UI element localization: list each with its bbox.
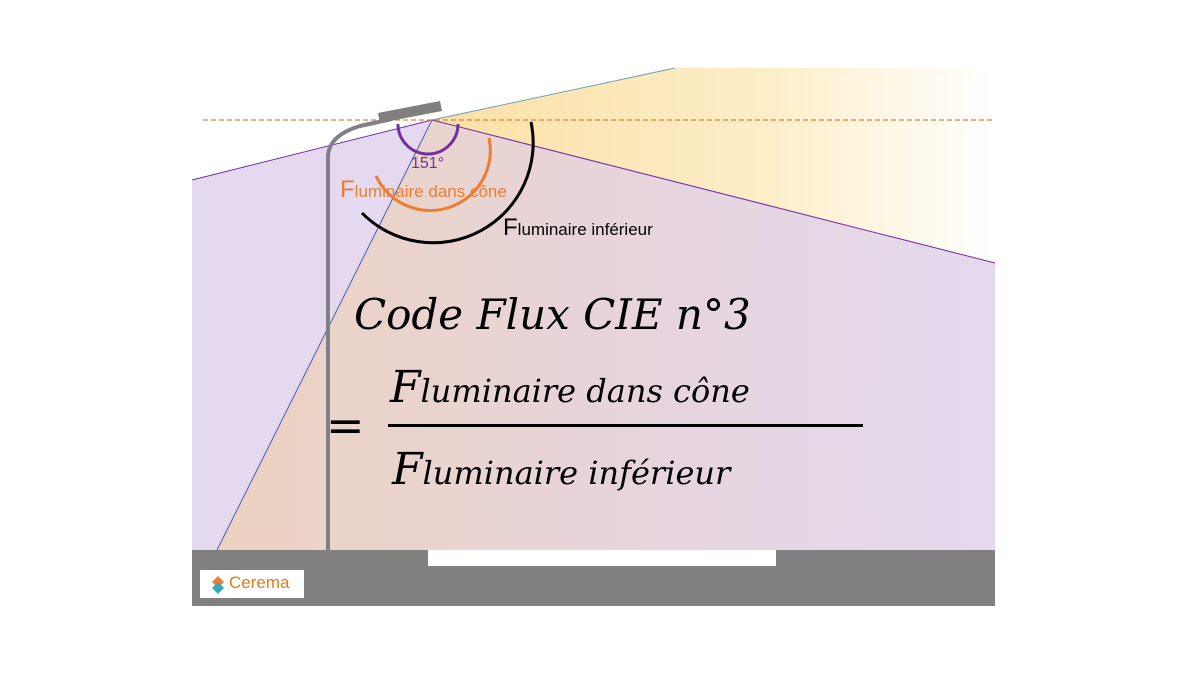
lamp-pole <box>326 117 393 550</box>
cone-region <box>217 120 995 550</box>
formula-title: Code Flux CIE n°3 <box>354 290 751 339</box>
cone-flux-sub: luminaire dans cône <box>354 182 507 201</box>
formula-numerator: Fluminaire dans cône <box>390 362 750 413</box>
formula-equals: = <box>326 398 365 452</box>
lower-flux-label: Fluminaire inférieur <box>503 214 653 242</box>
angle-label: 151° <box>411 155 445 172</box>
lower-left-boundary-line <box>191 119 433 181</box>
numerator-main: F <box>390 362 421 413</box>
lower-right-boundary-line <box>431 119 996 264</box>
cone-flux-label: Fluminaire dans cône <box>340 176 507 204</box>
numerator-sub: luminaire dans cône <box>420 372 750 410</box>
formula-denominator: Fluminaire inférieur <box>392 444 730 495</box>
luminaire-head <box>378 101 442 123</box>
upper-boundary-line <box>431 67 676 121</box>
denominator-main: F <box>392 444 423 495</box>
cone-arc-orange <box>374 137 492 213</box>
fraction-bar <box>388 424 863 427</box>
lower-flux-sub: luminaire inférieur <box>517 220 653 239</box>
denominator-sub: luminaire inférieur <box>422 454 731 492</box>
lower-flux-main: F <box>503 214 518 241</box>
cone-flux-main: F <box>340 176 355 203</box>
upper-light-region <box>432 68 995 263</box>
angle-arc-purple <box>396 123 460 156</box>
cerema-logo-text: Cerema <box>229 573 290 592</box>
cerema-logo-icon <box>212 576 224 594</box>
ground <box>192 550 995 606</box>
lower-arc-black <box>360 121 535 245</box>
cone-edge-line <box>216 119 433 551</box>
